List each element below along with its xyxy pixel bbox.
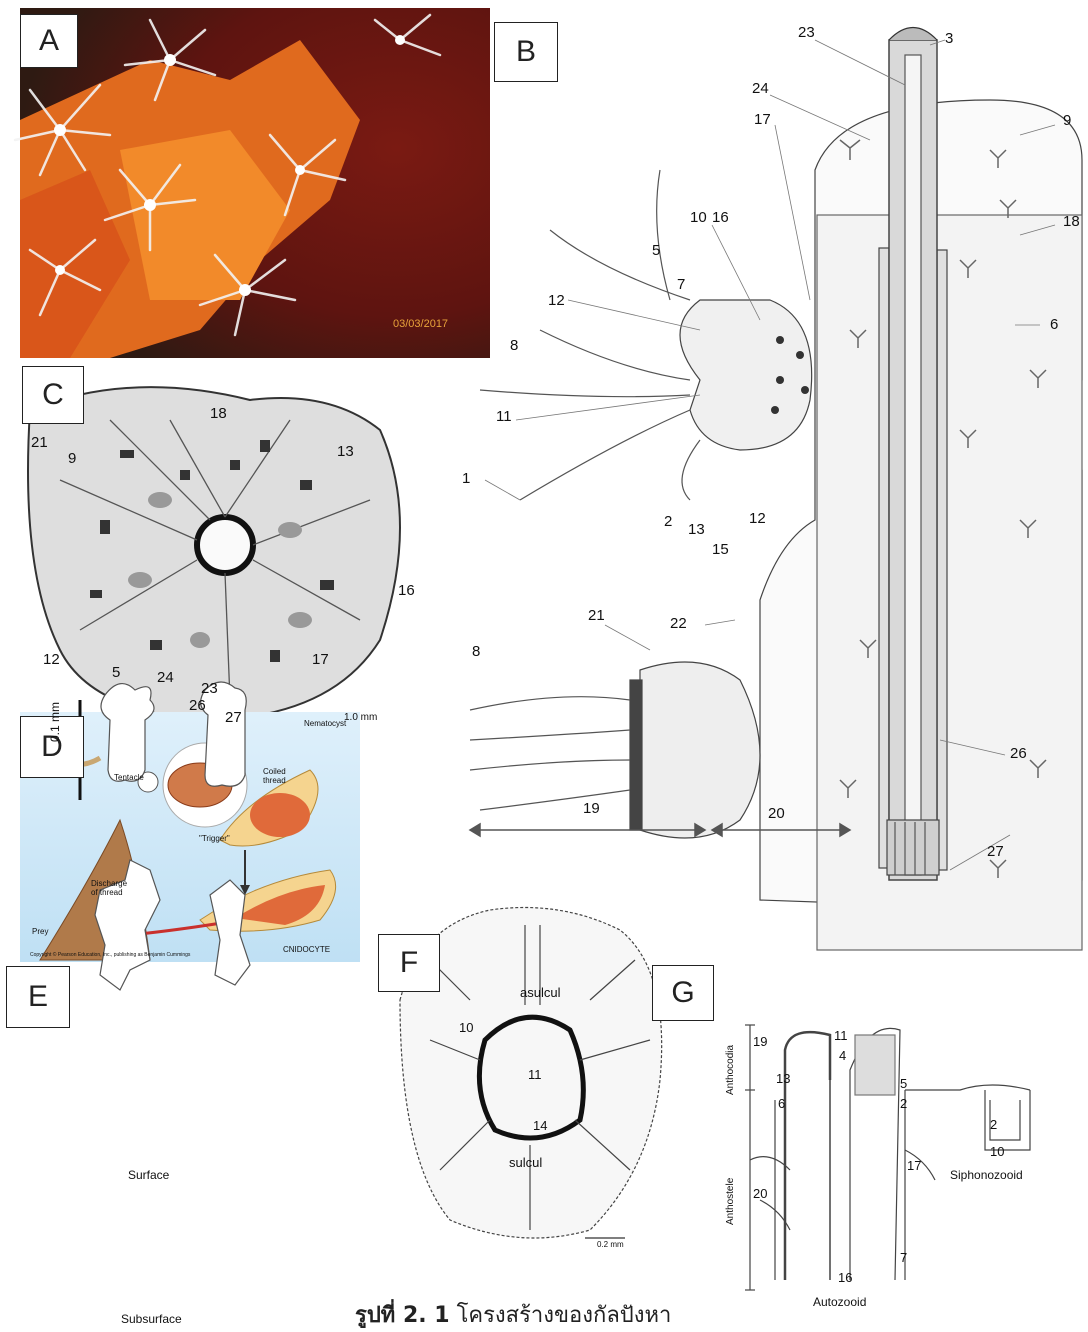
g-anthostele-label: Anthostele	[725, 1178, 736, 1225]
d-trigger: "Trigger"	[199, 834, 230, 843]
b-label: 17	[754, 111, 771, 128]
b-label: 21	[588, 607, 605, 624]
figure-caption: รูปที่ 2. 1 โครงสร้างของกัลปังหา	[355, 1297, 671, 1332]
c-label: 24	[157, 669, 174, 686]
g-autozooid-label: Autozooid	[813, 1295, 866, 1309]
g-siphonozooid-2: 2	[990, 1117, 997, 1132]
e-scale-label: 0.1 mm	[48, 702, 62, 742]
panel-label-c: C	[22, 366, 84, 424]
panel-label-b: B	[494, 22, 558, 82]
f-asulcul-label: asulcul	[520, 985, 560, 1000]
panel-label-e: E	[6, 966, 70, 1028]
b-label: 12	[548, 292, 565, 309]
g-label-17: 17	[907, 1158, 921, 1173]
c-label: 21	[31, 434, 48, 451]
f-label-10: 10	[459, 1020, 473, 1035]
b-label: 8	[472, 643, 480, 660]
c-label: 5	[112, 664, 120, 681]
f-scale-label: 0.2 mm	[597, 1240, 624, 1249]
g-label-19: 19	[753, 1034, 767, 1049]
panel-label-f: F	[378, 934, 440, 992]
caption-figure-number: รูปที่ 2. 1	[355, 1303, 450, 1328]
b-label: 26	[1010, 745, 1027, 762]
b-label: 7	[677, 276, 685, 293]
c-label: 18	[210, 405, 227, 422]
g-label-2: 2	[900, 1096, 907, 1111]
b-label: 16	[712, 209, 729, 226]
c-label: 12	[43, 651, 60, 668]
b-label: 6	[1050, 316, 1058, 333]
cross-section-drawing	[28, 387, 400, 720]
e-surface-label: Surface	[128, 1168, 169, 1182]
e-subsurface-label: Subsurface	[121, 1312, 182, 1326]
b-label: 12	[749, 510, 766, 527]
panel-label-g: G	[652, 965, 714, 1021]
b-label: 27	[987, 843, 1004, 860]
b-label: 19	[583, 800, 600, 817]
g-label-7: 7	[900, 1250, 907, 1265]
g-label-6: 6	[778, 1096, 785, 1111]
g-label-16: 16	[838, 1270, 852, 1285]
b-label: 10	[690, 209, 707, 226]
b-label: 24	[752, 80, 769, 97]
g-label-11: 11	[834, 1028, 848, 1043]
d-cnidocyte: CNIDOCYTE	[283, 945, 330, 954]
b-label: 20	[768, 805, 785, 822]
g-label-4: 4	[839, 1048, 846, 1063]
g-label-13: 13	[776, 1071, 790, 1086]
g-label-5: 5	[900, 1076, 907, 1091]
g-label-20: 20	[753, 1186, 767, 1201]
f-label-11: 11	[528, 1067, 542, 1082]
b-label: 13	[688, 521, 705, 538]
c-label: 27	[225, 709, 242, 726]
b-label: 11	[496, 408, 512, 425]
g-siphonozooid-label: Siphonozooid	[950, 1168, 1023, 1182]
c-label: 17	[312, 651, 329, 668]
c-scale-label: 1.0 mm	[344, 712, 377, 723]
c-label: 26	[189, 697, 206, 714]
c-label: 13	[337, 443, 354, 460]
d-prey: Prey	[32, 927, 48, 936]
f-label-14: 14	[533, 1118, 547, 1133]
f-sulcul-label: sulcul	[509, 1155, 542, 1170]
d-discharge: Discharge of thread	[91, 879, 135, 897]
b-label: 18	[1063, 213, 1080, 230]
d-coiled: Coiled thread	[263, 767, 301, 785]
b-label: 15	[712, 541, 729, 558]
d-copyright: Copyright © Pearson Education, Inc., pub…	[30, 952, 190, 958]
b-label: 1	[462, 470, 470, 487]
panel-label-a: A	[20, 14, 78, 68]
d-nematocyst: Nematocyst	[304, 719, 346, 728]
c-label: 16	[398, 582, 415, 599]
g-anthocodia-label: Anthocodia	[725, 1045, 736, 1095]
b-label: 23	[798, 24, 815, 41]
coral-photo	[15, 8, 490, 358]
b-label: 2	[664, 513, 672, 530]
b-label: 5	[652, 242, 660, 259]
c-label: 9	[68, 450, 76, 467]
b-label: 22	[670, 615, 687, 632]
b-label: 8	[510, 337, 518, 354]
b-label: 3	[945, 30, 953, 47]
caption-text: โครงสร้างของกัลปังหา	[450, 1303, 672, 1328]
photo-date: 03/03/2017	[393, 318, 448, 330]
longitudinal-section-drawing	[745, 1025, 1030, 1290]
b-label: 9	[1063, 112, 1071, 129]
c-label: 23	[201, 680, 218, 697]
g-siphonozooid-10: 10	[990, 1144, 1004, 1159]
d-tentacle: Tentacle	[114, 773, 144, 782]
